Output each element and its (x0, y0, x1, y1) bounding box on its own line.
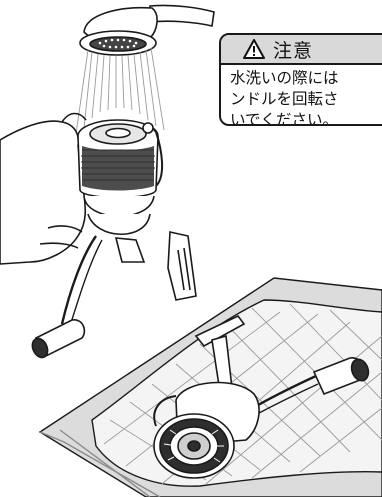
caution-header: 注意 (221, 35, 382, 65)
caution-line: いでください。 (230, 111, 339, 126)
warning-triangle-icon (243, 39, 265, 59)
reel-top (31, 119, 197, 359)
caution-line: 水洗いの際には (230, 69, 339, 87)
caution-line: ンドルを回転さ (230, 90, 339, 108)
caution-box: 注意 水洗いの際には ンドルを回転さ いでください。 (219, 33, 382, 126)
shower-head-icon (79, 4, 215, 56)
caution-text: 水洗いの際には ンドルを回転さ いでください。 (221, 65, 382, 126)
water-stream (75, 47, 165, 135)
reel-bottom (153, 314, 370, 479)
hand-holding-reel (0, 112, 87, 265)
caution-title: 注意 (273, 39, 314, 62)
